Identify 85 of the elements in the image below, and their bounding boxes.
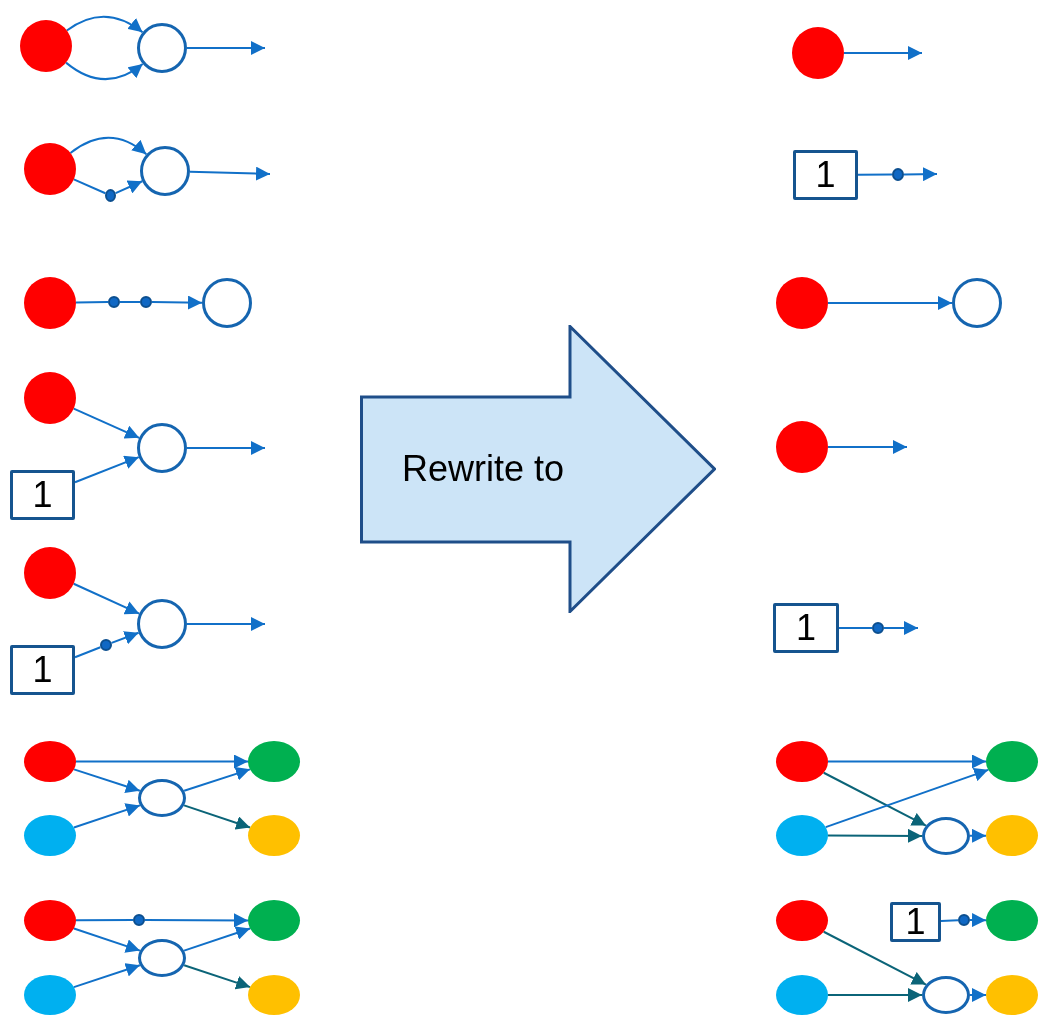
arrow (883, 621, 919, 635)
dot-node (892, 168, 904, 181)
arrow (75, 754, 249, 769)
ellipse-node (248, 815, 300, 856)
ellipse-node (24, 975, 76, 1015)
arrow (824, 767, 990, 829)
hollow-circle-node (137, 599, 187, 649)
dot-node (140, 296, 152, 308)
arrow (827, 296, 953, 310)
dot-node (133, 914, 145, 926)
arrow (144, 913, 249, 928)
arrow (183, 926, 252, 952)
number-box: 1 (793, 150, 858, 200)
ellipse-node (776, 975, 828, 1015)
arrow (72, 927, 141, 953)
arrow-label: Rewrite to (402, 448, 565, 490)
ellipse-node (986, 900, 1038, 941)
circle-node (24, 372, 76, 424)
dot-node (100, 639, 112, 651)
arrow (73, 768, 141, 794)
arrow (183, 767, 251, 792)
circle-node (776, 277, 828, 329)
hollow-circle-node (202, 278, 252, 328)
ellipse-node (776, 900, 828, 941)
arrow (72, 803, 141, 829)
hollow-ellipse-node (922, 976, 970, 1014)
ellipse-node (776, 741, 828, 782)
hollow-circle-node (140, 146, 190, 196)
arrow (183, 804, 252, 830)
hollow-circle-node (137, 423, 187, 473)
ellipse-node (986, 975, 1038, 1015)
arrow (151, 295, 203, 310)
dot-node (872, 622, 884, 634)
arrow (969, 913, 987, 928)
circle-node (20, 20, 72, 72)
arrow (114, 180, 144, 195)
arrow (74, 455, 140, 484)
number-box: 1 (773, 603, 839, 653)
dot-node (105, 189, 116, 202)
arrow (72, 582, 141, 615)
arrow (827, 440, 908, 454)
circle-node (24, 547, 76, 599)
circle-node (24, 277, 76, 329)
number-box: 1 (10, 470, 75, 520)
ellipse-node (248, 975, 300, 1015)
arrow (827, 988, 923, 1002)
arrow (186, 617, 266, 631)
arrow (72, 963, 141, 989)
ellipse-node (24, 900, 76, 941)
arrow (186, 41, 266, 55)
arrow (69, 136, 148, 156)
hollow-ellipse-node (922, 817, 970, 855)
ellipse-node (24, 741, 76, 782)
arrow (827, 828, 923, 843)
arrow (903, 167, 938, 182)
arrow (72, 407, 141, 439)
ellipse-node (24, 815, 76, 856)
circle-node (776, 421, 828, 473)
arrow (969, 828, 987, 843)
ellipse-node (986, 815, 1038, 856)
arrow (183, 964, 252, 990)
number-box: 1 (890, 902, 941, 942)
arrow (827, 754, 987, 769)
hollow-circle-node (137, 23, 187, 73)
ellipse-node (248, 741, 300, 782)
ellipse-node (776, 815, 828, 856)
arrow (189, 166, 271, 181)
ellipse-node (986, 741, 1038, 782)
arrow (843, 46, 923, 60)
arrow (969, 988, 987, 1002)
ellipse-node (248, 900, 300, 941)
arrow (822, 930, 927, 986)
number-box: 1 (10, 645, 75, 695)
arrow (110, 631, 140, 645)
dot-node (958, 914, 970, 926)
arrow (65, 61, 144, 81)
arrow (186, 441, 266, 455)
hollow-circle-node (952, 278, 1002, 328)
arrow (65, 15, 144, 34)
circle-node (24, 143, 76, 195)
hollow-ellipse-node (138, 779, 186, 817)
hollow-ellipse-node (138, 939, 186, 977)
circle-node (792, 27, 844, 79)
dot-node (108, 296, 120, 308)
arrow (822, 771, 927, 827)
